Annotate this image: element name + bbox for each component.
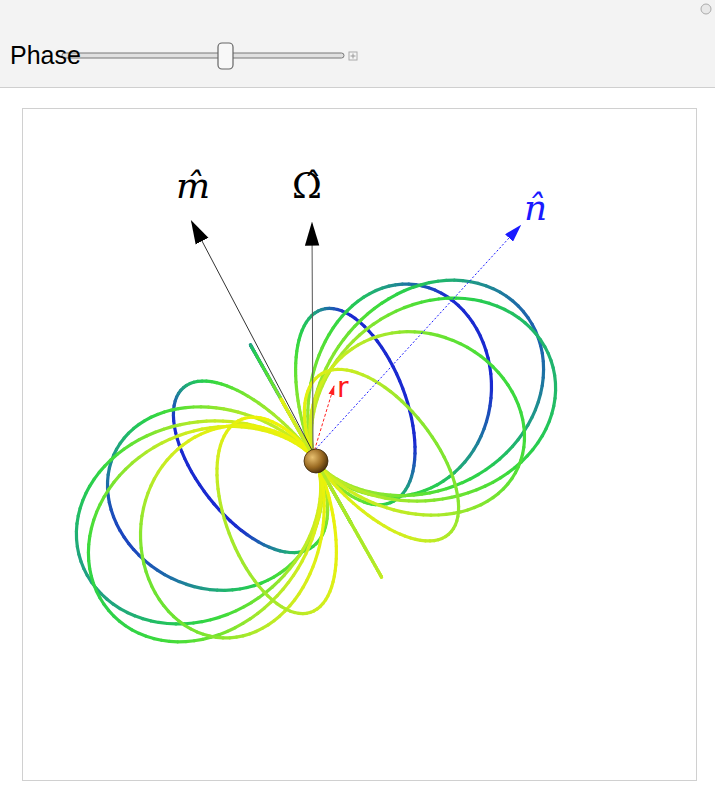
vector-label: Ω̂: [292, 168, 322, 204]
vector-label: n̂: [524, 190, 547, 226]
slider-label: Phase: [10, 43, 81, 68]
field-line-segment: [232, 541, 235, 548]
field-lines: [76, 280, 555, 642]
field-line-segment: [91, 520, 93, 528]
plus-sign: [351, 54, 356, 59]
field-line-segment: [270, 380, 273, 386]
field-line-segment: [428, 431, 433, 437]
field-line-segment: [493, 367, 498, 373]
position-vector: [313, 386, 334, 455]
rotation-axis-arrow: [312, 224, 313, 452]
slider-thumb: [218, 43, 233, 69]
neutron-star: [304, 449, 328, 473]
control-bar: [0, 0, 715, 88]
options-button: [701, 4, 711, 14]
field-line-segment: [234, 425, 242, 429]
slider-track: [62, 53, 344, 58]
plot-frame: [23, 109, 697, 781]
field-line-segment: [481, 301, 489, 303]
vector-label: m̂: [176, 168, 210, 204]
expand-button: [349, 52, 357, 60]
line-of-sight-arrow: [313, 226, 520, 452]
field-line-segment: [333, 491, 337, 498]
field-line-segment: [144, 564, 146, 572]
field-line-segment: [284, 404, 288, 411]
vector-label: r: [337, 374, 349, 402]
magnetic-axis-arrow: [192, 222, 313, 452]
field-line-segment: [247, 424, 254, 426]
